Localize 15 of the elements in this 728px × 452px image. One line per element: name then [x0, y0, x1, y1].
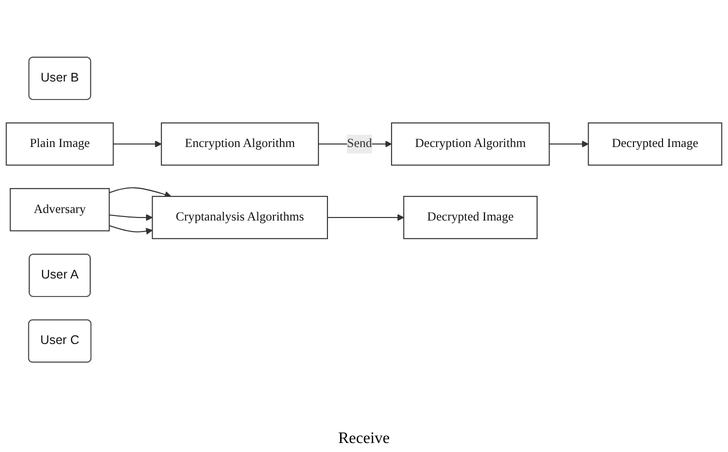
arrow: [113, 140, 162, 148]
node-box: Decrypted Image: [403, 196, 538, 240]
node-box: Adversary: [10, 188, 110, 232]
arrow: [109, 214, 153, 222]
note-label: Receive: [338, 430, 390, 447]
node-box: Decryption Algorithm: [391, 122, 550, 166]
node-box: Cryptanalysis Algorithms: [152, 196, 328, 240]
node-box: Encryption Algorithm: [160, 122, 319, 166]
node-box: Plain Image: [6, 122, 114, 166]
arrow: [327, 214, 404, 222]
arrow: [109, 225, 153, 235]
arrow: [109, 188, 172, 198]
node-box: Decrypted Image: [588, 122, 722, 166]
arrow: [549, 140, 589, 148]
edge-label: Send: [347, 137, 372, 151]
